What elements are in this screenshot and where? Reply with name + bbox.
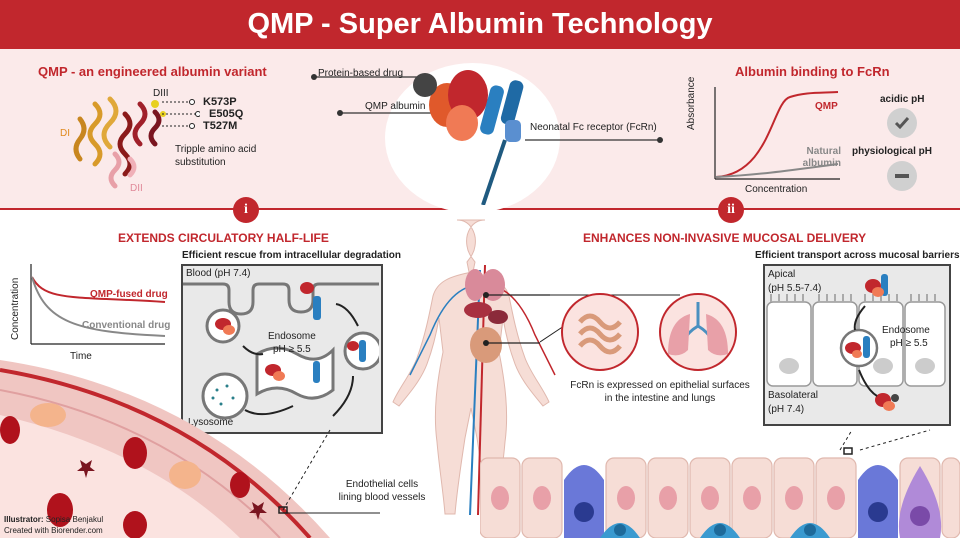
illustrator-prefix: Illustrator:: [4, 515, 44, 524]
section-i-badge: i: [233, 197, 259, 223]
blood-label: Blood (pH 7.4): [186, 268, 251, 279]
qmp-variant-title: QMP - an engineered albumin variant: [38, 64, 267, 79]
rescue-box-title: Efficient rescue from intracellular degr…: [182, 250, 401, 261]
organ-circles: [540, 293, 737, 371]
series-conventional: Conventional drug: [82, 320, 171, 331]
binding-title: Albumin binding to FcRn: [735, 64, 890, 79]
half-life-y-label: Concentration: [10, 277, 21, 340]
domain-label-dii: DII: [130, 183, 143, 194]
section-ii-title: ENHANCES NON-INVASIVE MUCOSAL DELIVERY: [583, 231, 867, 245]
illustrator-credit: Illustrator: Sopisa Benjakul: [4, 515, 103, 524]
fcrn-expression-note: FcRn is expressed on epithelial surfaces…: [570, 380, 750, 404]
minus-icon: [887, 161, 917, 191]
series-label-qmp: QMP: [815, 101, 838, 112]
substitution-note: Tripple amino acid substitution: [175, 144, 257, 168]
endosome-label-i: Endosome: [268, 331, 316, 342]
qmp-curve: [715, 91, 839, 178]
fcrn-complex-illustration: [311, 70, 663, 205]
endosome-ph-ii: pH ≥ 5.5: [890, 338, 928, 349]
acidic-ph-label: acidic pH: [880, 94, 925, 105]
mutation-pointer-lines: [162, 99, 200, 129]
lysosome-label: Lysosome: [188, 417, 234, 428]
label-fcrn: Neonatal Fc receptor (FcRn): [530, 122, 657, 133]
biorender-credit: Created with Biorender.com: [4, 526, 103, 535]
apical-label: Apical: [768, 269, 796, 280]
domain-label-diii: DIII: [153, 88, 169, 99]
blood-vessel-illustration: [0, 360, 380, 538]
series-label-natural: Natural albumin: [802, 146, 841, 169]
physiological-ph-label: physiological pH: [852, 146, 933, 157]
rescue-cycle-illustration: [183, 282, 379, 420]
binding-x-label: Concentration: [745, 184, 808, 195]
half-life-graph: [30, 264, 166, 345]
series-qmp-fused: QMP-fused drug: [90, 289, 168, 300]
check-icon: [887, 108, 917, 138]
mutation-k573p: K573P: [203, 96, 237, 108]
page-title: QMP - Super Albumin Technology: [0, 0, 960, 49]
apical-ph: (pH 5.5-7.4): [768, 283, 822, 294]
endosome-ph-i: pH ≥ 5.5: [273, 344, 311, 355]
basolateral-label: Basolateral: [768, 390, 819, 401]
basolateral-ph: (pH 7.4): [768, 404, 805, 415]
label-protein-drug: Protein-based drug: [318, 68, 404, 79]
section-ii-badge: ii: [718, 197, 744, 223]
mucosal-box-title: Efficient transport across mucosal barri…: [755, 250, 960, 261]
binding-y-label: Absorbance: [686, 76, 697, 130]
label-qmp-albumin: QMP albumin: [365, 101, 426, 112]
domain-label-di: DI: [60, 128, 70, 139]
illustrator-name: Sopisa Benjakul: [45, 515, 104, 524]
albumin-structure-illustration: [73, 96, 166, 189]
endosome-label-ii: Endosome: [882, 325, 930, 336]
conventional-curve: [31, 276, 166, 337]
half-life-x-label: Time: [70, 351, 92, 362]
mutation-t527m: T527M: [203, 120, 238, 132]
qmp-fused-curve: [31, 276, 166, 303]
mucosal-transport-illustration: [766, 274, 946, 411]
human-body-illustration: [392, 219, 556, 516]
epithelium-illustration: [480, 429, 960, 538]
natural-curve: [715, 163, 839, 178]
mutation-e505q: E505Q: [209, 108, 244, 120]
endothelial-label: Endothelial cells lining blood vessels: [338, 479, 426, 503]
section-i-title: EXTENDS CIRCULATORY HALF-LIFE: [118, 231, 329, 245]
binding-graph: [714, 87, 840, 180]
